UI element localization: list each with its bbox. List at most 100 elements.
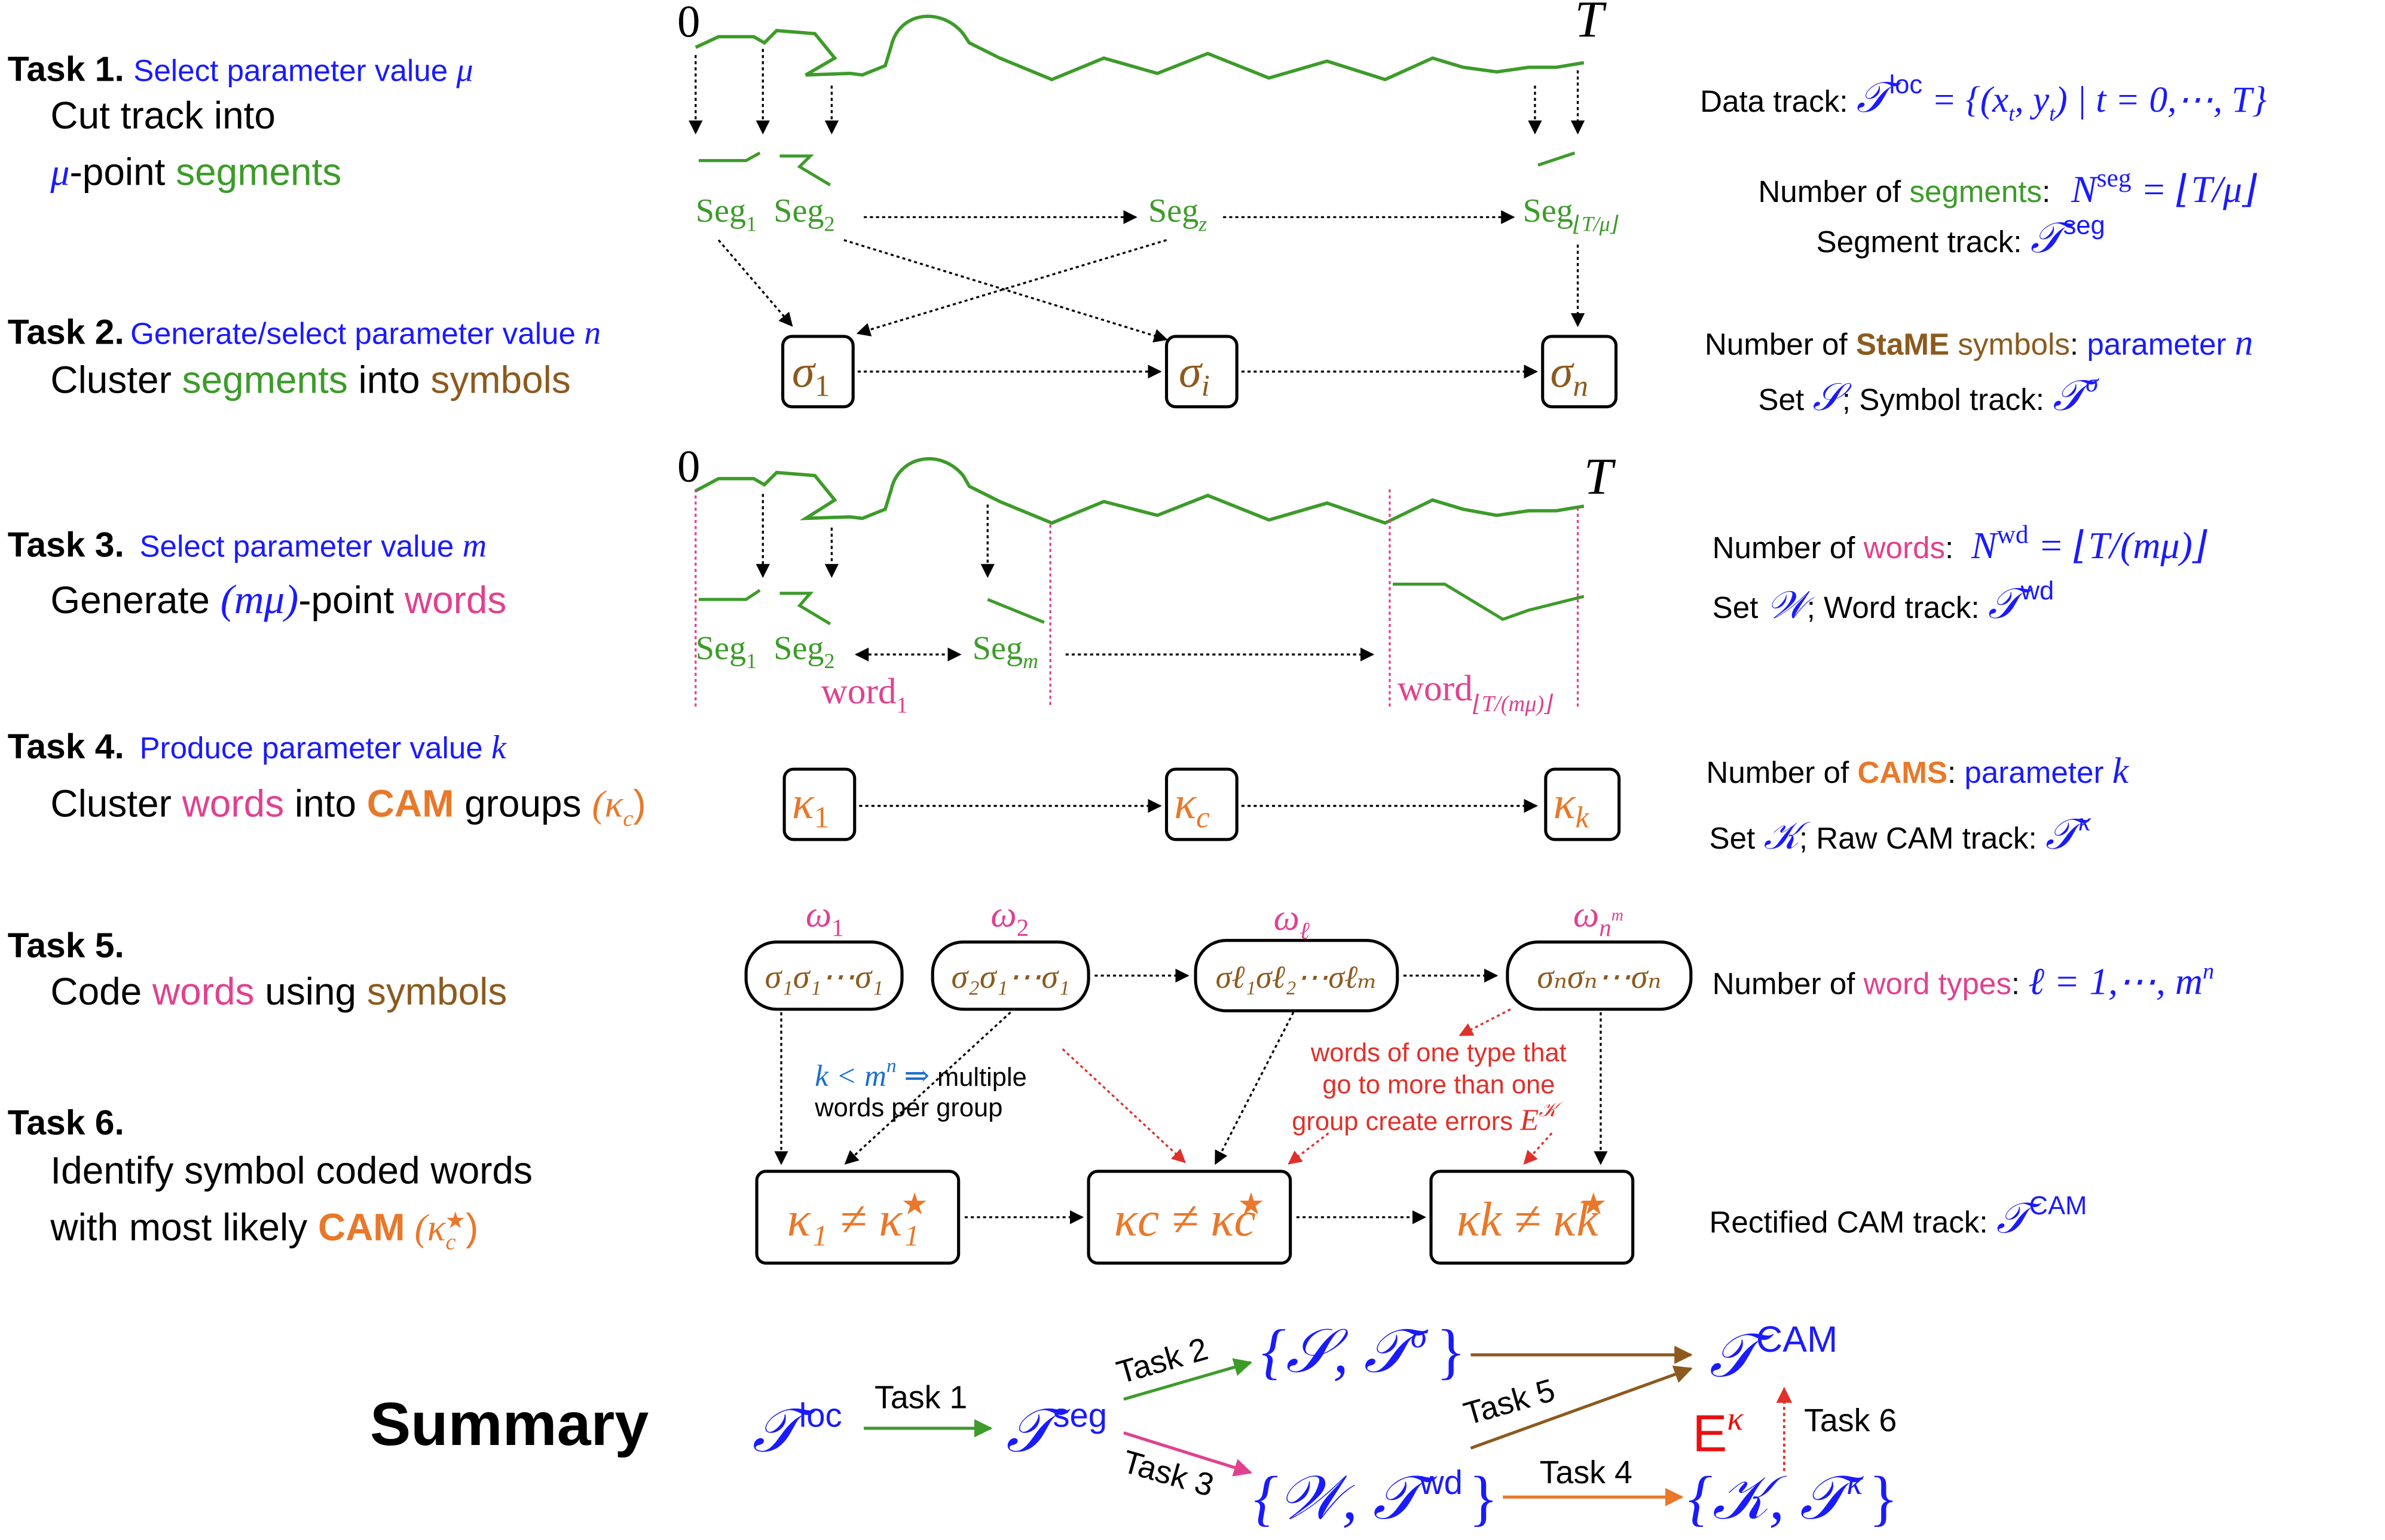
track1-end-label: T [1574, 0, 1607, 48]
task6-block: Task 6. Identify symbol coded words with… [8, 1104, 533, 1255]
task5-block: Task 5. Code words using symbols [8, 926, 507, 1013]
segm-label: Segm [973, 630, 1038, 673]
error-arrow [1288, 1132, 1329, 1165]
task1-line1: Cut track into [50, 94, 276, 137]
seg-to-symbol-arrow [843, 239, 1168, 343]
cam-set-line: Set 𝒦; Raw CAM track: 𝒯κ [1710, 807, 2092, 858]
mapping-arrows: k < mn ⇒ multiple words per group words … [774, 1008, 1608, 1165]
num-words-line: Number of words: Nwd = ⌊T/(mμ)⌋ [1713, 520, 2207, 567]
task1-line2: μ-point segments [50, 151, 341, 194]
word-type-box-2-text: σ₂σ₁⋯σ₁ [952, 959, 1070, 996]
task2-param: Generate/select parameter value [130, 317, 584, 351]
summary-arrow-task5-b [1470, 1366, 1693, 1450]
cam-box-k [1544, 767, 1621, 841]
segment-piece [779, 154, 831, 186]
seg-to-symbol-arrow [717, 239, 793, 327]
task3-heading: Task 3. [8, 525, 124, 564]
svg-text:Task 1.Select parameter value: Task 1.Select parameter value μ [8, 50, 473, 89]
rectified-c-label: κc ≠ κc★ [1114, 1187, 1265, 1247]
task2-block: Task 2.Generate/select parameter value n… [8, 313, 601, 402]
summary-task1-label: Task 1 [875, 1380, 967, 1416]
summary-title: Summary [370, 1389, 649, 1458]
segment-piece [987, 598, 1045, 624]
symbol-i-label: σi [1179, 346, 1210, 403]
omega-2-label: ω2 [990, 895, 1029, 941]
symbol-1-label: σ1 [792, 346, 830, 403]
cam-box-1 [782, 767, 857, 841]
word-type-box-1-text: σ₁σ₁⋯σ₁ [765, 959, 883, 996]
summary-tloc: 𝒯loc [752, 1396, 842, 1465]
rectified-box-c [1087, 1169, 1292, 1265]
task1-param-sym: μ [455, 52, 473, 89]
word1-label: word1 [821, 671, 907, 718]
task3-param-sym: m [463, 527, 487, 564]
summary-task3-label: Task 3 [1118, 1444, 1218, 1504]
summary-section: Summary 𝒯loc Task 1 𝒯seg Task 2 Task 3 {… [370, 1318, 1898, 1532]
track2-seg2-label: Seg2 [773, 630, 834, 673]
seg2-label: Seg2 [773, 192, 834, 235]
task1-param: Select parameter value [133, 54, 456, 88]
multi-words-note-2: words per group [814, 1094, 1002, 1122]
num-segments-line: Number of segments: Nseg = ⌊T/μ⌋ [1758, 164, 2257, 210]
track2-start-label: 0 [677, 441, 700, 492]
track-panel-2: 0 T Seg1 Seg2 Segm word1 word⌊T/(mμ)⌋ [677, 441, 1616, 718]
word-type-box-l [1194, 939, 1399, 1012]
segment-track-line: Segment track: 𝒯seg [1817, 212, 2105, 262]
task4-heading: Task 4. [8, 727, 124, 766]
segment-piece [698, 151, 761, 163]
seg1-label: Seg1 [696, 192, 757, 235]
map-arrow [844, 1011, 1011, 1165]
error-note-1: words of one type that [1310, 1039, 1567, 1067]
word-type-box-l-text: σℓ₁σℓ₂⋯σℓₘ [1216, 959, 1378, 995]
segment-piece [779, 592, 831, 626]
symbol-n-label: σn [1551, 346, 1588, 403]
task4-param: Produce parameter value [139, 731, 491, 765]
error-note-2: go to more than one [1322, 1071, 1555, 1100]
task4-block: Task 4. Produce parameter value k Cluster… [8, 727, 646, 831]
task5-heading: Task 5. [8, 926, 124, 965]
symbol-set-line: Set 𝒮; Symbol track: 𝒯σ [1758, 369, 2099, 420]
task1-block: Task 1.Select parameter value μ Cut trac… [8, 50, 473, 194]
summary-arrow-task3 [1123, 1431, 1253, 1477]
error-arrow [1523, 1132, 1553, 1165]
error-arrow [1458, 1008, 1511, 1036]
rectified-k-label: κk ≠ κk★ [1457, 1187, 1607, 1247]
segz-label: Segz [1148, 192, 1207, 235]
rectified-1-label: κ₁ ≠ κ₁★ [787, 1187, 928, 1247]
omega-1-label: ω1 [806, 895, 844, 941]
word-type-box-n [1506, 940, 1693, 1011]
word-set-line: Set 𝒲; Word track: 𝒯wd [1713, 577, 2054, 627]
symbol-box-1 [781, 335, 855, 409]
seglast-label: Seg⌊T/μ⌋ [1522, 192, 1618, 235]
track-panel-1: 0 T Seg1 Seg2 Segz Seg⌊T/μ⌋ σ1 σi σn [677, 0, 1619, 409]
summary-task2-label: Task 2 [1113, 1331, 1212, 1391]
symbol-box-n [1541, 335, 1618, 409]
omega-n-label: ωnm [1573, 895, 1623, 941]
task5-line1: Code words using symbols [50, 970, 507, 1013]
task4-line1: Cluster words into CAM groups (κc) [50, 782, 646, 831]
summary-s-sigma: {𝒮, 𝒯σ} [1261, 1318, 1466, 1385]
task6-line1: Identify symbol coded words [50, 1149, 533, 1192]
task3-line1: Generate (mμ)-point words [50, 576, 506, 622]
cam-1-label: κ1 [792, 777, 829, 834]
rectified-row: κ₁ ≠ κ₁★ κc ≠ κc★ κk ≠ κk★ [755, 1169, 1635, 1265]
seg-to-symbol-arrow [856, 239, 1167, 336]
task2-param-sym: n [584, 315, 601, 352]
track2-seg1-label: Seg1 [696, 630, 757, 673]
summary-task6-label: Task 6 [1804, 1403, 1897, 1438]
svg-text:Task 3.Select parameter value: Task 3. Select parameter value m [8, 525, 487, 564]
word-type-row: ω1 ω2 ωℓ ωnm σ₁σ₁⋯σ₁ σ₂σ₁⋯σ₁ σℓ₁σℓ₂⋯σℓₘ … [744, 895, 1693, 1012]
summary-task4-label: Task 4 [1540, 1455, 1632, 1490]
task6-heading: Task 6. [8, 1104, 124, 1143]
rectified-box-1 [755, 1169, 961, 1265]
svg-text:Task 2.Generate/select paramet: Task 2.Generate/select parameter value n [8, 313, 601, 352]
segment-piece [1537, 151, 1576, 167]
omega-l-label: ωℓ [1274, 898, 1310, 944]
word-type-box-1 [744, 940, 904, 1011]
task4-param-sym: k [491, 729, 507, 766]
task3-param: Select parameter value [139, 529, 462, 563]
error-note-3: group create errors E𝒦 [1292, 1099, 1563, 1137]
task2-line1: Cluster segments into symbols [50, 359, 570, 402]
summary-error-ek: Eκ [1692, 1401, 1744, 1463]
